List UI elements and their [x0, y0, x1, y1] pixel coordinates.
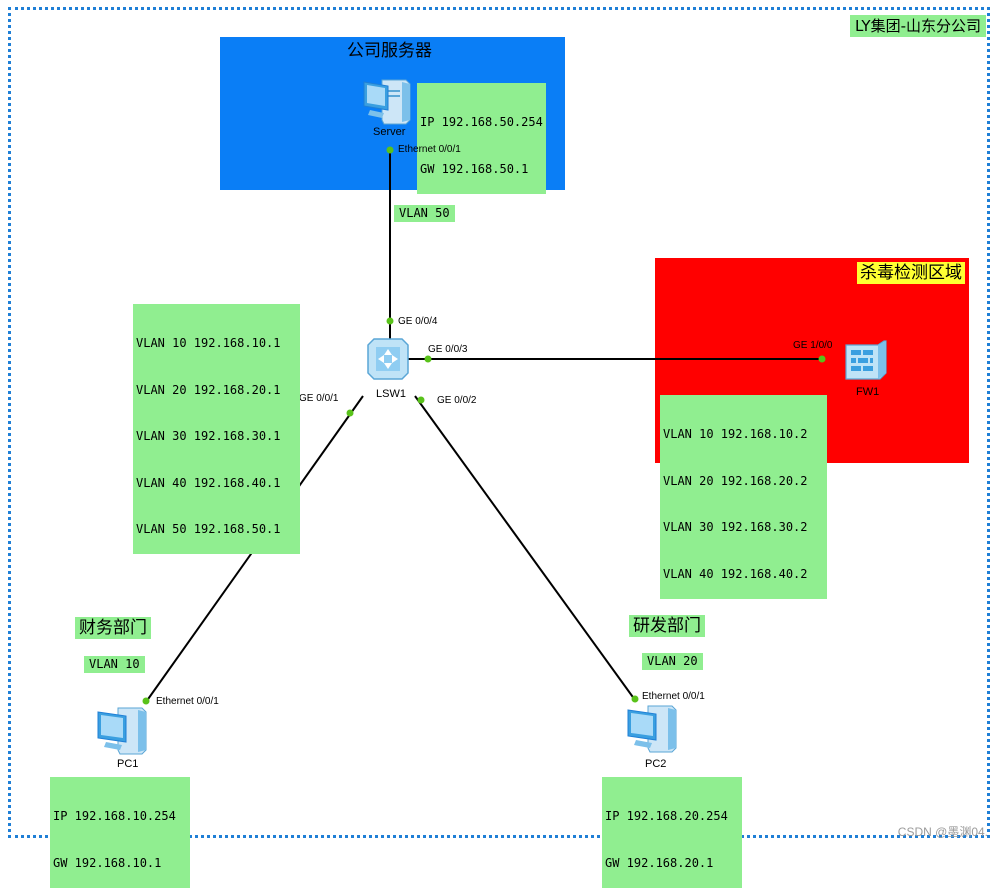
watermark: CSDN @墨渊04. [897, 825, 988, 839]
server-name: Server [373, 126, 406, 138]
firewall-name: FW1 [856, 386, 880, 398]
port-dot-switch-ge002 [417, 396, 425, 404]
port-dot-pc1 [142, 697, 150, 705]
switch-name: LSW1 [376, 388, 406, 400]
switch-vlanif-line: VLAN 30 192.168.30.1 [136, 429, 281, 443]
pc1-gw: GW 192.168.10.1 [53, 855, 162, 870]
switch-vlanif-line: VLAN 10 192.168.10.1 [136, 336, 281, 350]
rnd-dept-label: 研发部门 [629, 615, 705, 637]
pc1-ip-box: IP 192.168.10.254 GW 192.168.10.1 [50, 777, 190, 888]
switch-vlanif-line: VLAN 20 192.168.20.1 [136, 382, 281, 397]
server-ip-box: IP 192.168.50.254 GW 192.168.50.1 [417, 83, 546, 194]
pc2-ip: IP 192.168.20.254 [605, 809, 728, 823]
server-port-label: Ethernet 0/0/1 [398, 144, 461, 155]
antivirus-zone-title: 杀毒检测区域 [857, 262, 965, 284]
switch-port-ge004: GE 0/0/4 [398, 316, 438, 327]
pc1-name: PC1 [117, 758, 139, 770]
vlan50-tag: VLAN 50 [394, 205, 455, 222]
port-dot-server [386, 146, 394, 154]
switch-vlanif-line: VLAN 50 192.168.50.1 [136, 522, 281, 536]
vlan10-tag: VLAN 10 [84, 656, 145, 673]
port-dot-firewall [818, 355, 826, 363]
switch-port-ge001: GE 0/0/1 [299, 393, 339, 404]
pc2-port-label: Ethernet 0/0/1 [642, 691, 705, 702]
pc1-icon[interactable] [96, 704, 152, 756]
pc2-ip-box: IP 192.168.20.254 GW 192.168.20.1 [602, 777, 742, 888]
pc2-icon[interactable] [626, 702, 682, 754]
firewall-vlanif-line: VLAN 20 192.168.20.2 [663, 473, 808, 488]
link-switch-pc2[interactable] [414, 395, 636, 701]
pc2-gw: GW 192.168.20.1 [605, 855, 714, 870]
pc1-port-label: Ethernet 0/0/1 [156, 696, 219, 707]
firewall-vlanif-line: VLAN 10 192.168.10.2 [663, 427, 808, 441]
switch-port-ge002: GE 0/0/2 [437, 395, 477, 406]
firewall-vlanif-box: VLAN 10 192.168.10.2 VLAN 20 192.168.20.… [660, 395, 827, 599]
switch-vlanif-line: VLAN 40 192.168.40.1 [136, 475, 281, 490]
firewall-icon[interactable] [842, 339, 890, 381]
server-icon[interactable] [362, 76, 418, 126]
server-gw: GW 192.168.50.1 [420, 161, 529, 176]
pc1-ip: IP 192.168.10.254 [53, 809, 176, 823]
finance-dept-label: 财务部门 [75, 617, 151, 639]
firewall-port-label: GE 1/0/0 [793, 340, 833, 351]
branch-title: LY集团-山东分公司 [850, 15, 986, 37]
branch-boundary [8, 7, 990, 838]
switch-vlanif-box: VLAN 10 192.168.10.1 VLAN 20 192.168.20.… [133, 304, 300, 554]
switch-icon[interactable] [366, 337, 410, 381]
port-dot-switch-ge003 [424, 355, 432, 363]
server-zone-title: 公司服务器 [347, 41, 432, 61]
vlan20-tag: VLAN 20 [642, 653, 703, 670]
port-dot-switch-ge001 [346, 409, 354, 417]
pc2-name: PC2 [645, 758, 667, 770]
switch-port-ge003: GE 0/0/3 [428, 344, 468, 355]
port-dot-switch-ge004 [386, 317, 394, 325]
firewall-vlanif-line: VLAN 30 192.168.30.2 [663, 520, 808, 534]
firewall-vlanif-line: VLAN 40 192.168.40.2 [663, 566, 808, 581]
port-dot-pc2 [631, 695, 639, 703]
server-ip: IP 192.168.50.254 [420, 115, 543, 129]
